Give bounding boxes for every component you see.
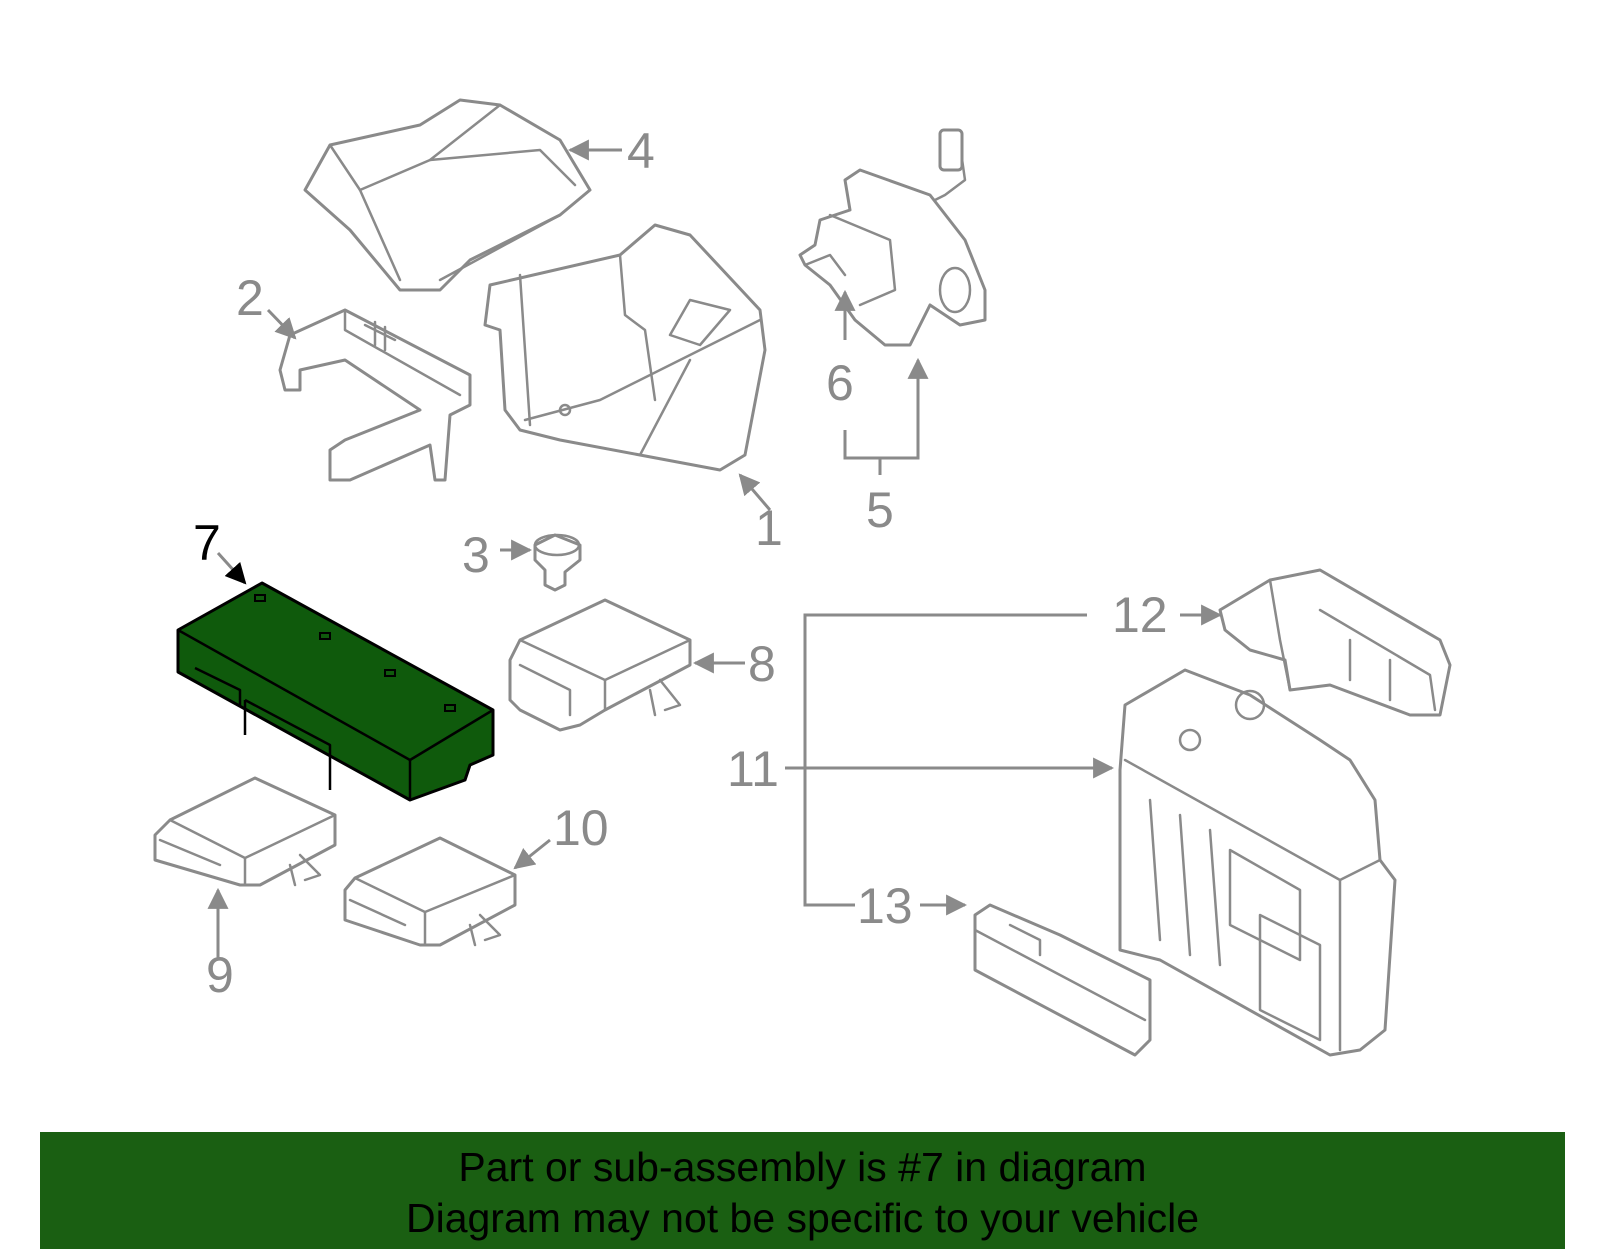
part-12-cover[interactable] xyxy=(1218,568,1452,717)
part-11-fuse-box[interactable] xyxy=(1118,668,1397,1057)
callout-10: 10 xyxy=(553,800,609,856)
callout-8: 8 xyxy=(748,636,776,692)
callout-7: 7 xyxy=(193,515,221,571)
callout-4: 4 xyxy=(627,123,655,179)
part-5-6-sensor-assembly[interactable] xyxy=(798,128,987,347)
callout-2: 2 xyxy=(236,270,264,326)
callout-3: 3 xyxy=(462,527,490,583)
callout-1: 1 xyxy=(755,500,783,556)
part-3-grommet[interactable] xyxy=(533,533,582,592)
leader-lines xyxy=(207,139,1223,960)
part-7-module-highlighted[interactable] xyxy=(176,581,495,802)
part-4-cover[interactable] xyxy=(303,98,592,292)
callout-labels: 4 2 1 3 6 5 8 7 9 10 12 11 13 xyxy=(193,123,1168,1003)
part-2-bracket[interactable] xyxy=(278,308,472,482)
callout-6: 6 xyxy=(826,355,854,411)
callout-9: 9 xyxy=(206,947,234,1003)
part-13-module[interactable] xyxy=(973,903,1152,1057)
part-8-module[interactable] xyxy=(508,598,692,732)
banner-line-1: Part or sub-assembly is #7 in diagram xyxy=(458,1144,1147,1190)
part-1-housing[interactable] xyxy=(483,223,767,472)
callout-5: 5 xyxy=(866,482,894,538)
part-10-module[interactable] xyxy=(343,836,517,947)
callout-13: 13 xyxy=(857,878,913,934)
info-banner: Part or sub-assembly is #7 in diagram Di… xyxy=(40,1132,1565,1249)
callout-12: 12 xyxy=(1112,587,1168,643)
banner-line-2: Diagram may not be specific to your vehi… xyxy=(405,1195,1199,1241)
callout-11: 11 xyxy=(727,741,779,797)
part-9-module[interactable] xyxy=(153,776,337,887)
